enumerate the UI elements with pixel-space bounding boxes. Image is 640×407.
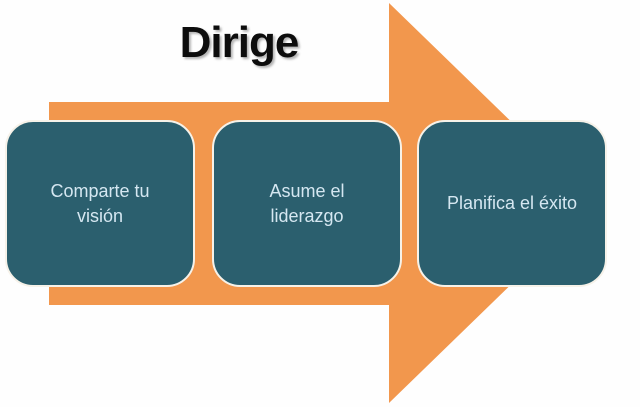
step-label-2: Asume el liderazgo [269,181,345,226]
step-box-3: Planifica el éxito [417,120,607,287]
step-box-1: Comparte tu visión [5,120,195,287]
diagram-title: Dirige [179,18,300,67]
step-label-3: Planifica el éxito [446,193,578,214]
step-label-1: Comparte tu visión [50,181,150,226]
step-box-2: Asume el liderazgo [212,120,402,287]
